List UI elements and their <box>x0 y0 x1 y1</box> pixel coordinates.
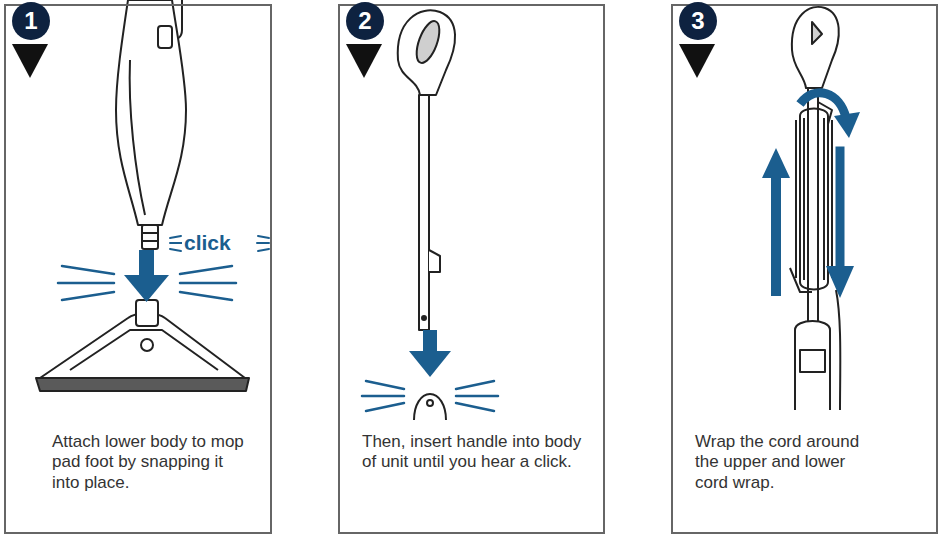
lower-cord-wrap <box>790 268 812 292</box>
drawing-line <box>180 282 236 285</box>
drawing-polygon <box>409 351 451 377</box>
drawing-line <box>180 292 232 300</box>
down-triangle <box>12 44 48 78</box>
cord-strands <box>796 118 832 280</box>
curved-arrow <box>800 93 846 118</box>
down-arrow-head <box>826 266 854 298</box>
cord-wrap-illustration <box>790 7 840 410</box>
handle-grip <box>398 10 455 95</box>
drawing-line <box>58 282 114 285</box>
arrow-shaft <box>139 250 154 276</box>
drawing-line <box>456 403 494 411</box>
down-arrow-shaft <box>835 146 845 268</box>
impact-lines <box>58 266 236 300</box>
down-triangle <box>679 44 715 78</box>
curved-arrow-head <box>834 112 860 138</box>
body-detail <box>800 350 825 372</box>
up-arrow-head <box>762 148 790 178</box>
thread <box>142 240 158 242</box>
body-top <box>414 394 446 420</box>
foot-pivot <box>141 339 153 351</box>
drawing-line <box>258 249 269 251</box>
drawing-line <box>456 395 498 398</box>
hanging-cord <box>836 290 840 410</box>
drawing-line <box>170 242 182 244</box>
drawing-line <box>62 266 114 274</box>
wrap-arrows <box>762 93 860 298</box>
step-number-circle: 3 <box>679 2 717 40</box>
mop-body-illustration <box>116 0 186 249</box>
handle-illustration <box>398 10 455 420</box>
drawing-rect <box>423 330 437 352</box>
drawing-line <box>257 242 269 244</box>
step-number: 3 <box>691 9 704 33</box>
grip-hole <box>412 18 444 66</box>
drawing-line <box>456 381 494 389</box>
handle-shaft <box>419 95 429 330</box>
drawing-line <box>170 249 181 251</box>
foot-socket <box>136 300 158 326</box>
drawing-line <box>366 403 404 411</box>
insert-arrow <box>409 330 451 377</box>
grip-detail <box>812 22 822 44</box>
sound-label: click <box>182 232 233 253</box>
thread <box>142 232 158 234</box>
mop-pad <box>36 378 249 391</box>
drawing-line <box>170 236 181 238</box>
body-connector <box>142 225 158 249</box>
body-socket <box>427 400 433 406</box>
foot-detail <box>70 330 218 370</box>
down-triangle <box>346 44 382 78</box>
step-number-circle: 1 <box>12 2 50 40</box>
step-panel: Then, insert handle into body of unit un… <box>338 4 605 534</box>
drawing-line <box>362 395 404 398</box>
drawing-line <box>180 266 232 274</box>
step-number-circle: 2 <box>346 2 384 40</box>
snap-arrow <box>124 250 169 302</box>
step-number: 1 <box>24 9 37 33</box>
drawing-line <box>366 381 404 389</box>
body-clip <box>158 26 172 48</box>
mop-foot-illustration <box>36 300 249 391</box>
drawing-line <box>62 292 114 300</box>
release-dot <box>422 316 426 320</box>
body-detail <box>130 60 145 215</box>
impact-lines <box>362 381 498 411</box>
step-panel: Wrap the cord around the upper and lower… <box>671 4 938 534</box>
step-caption: Attach lower body to mop pad foot by sna… <box>52 432 244 493</box>
up-arrow-shaft <box>771 174 781 296</box>
drawing-line <box>258 236 269 238</box>
step-caption: Wrap the cord around the upper and lower… <box>695 432 883 493</box>
unit-body <box>795 321 830 410</box>
arrow-head <box>124 275 169 302</box>
step-number: 2 <box>358 9 371 33</box>
step-panel: Attach lower body to mop pad foot by sna… <box>4 4 272 534</box>
lower-body <box>116 0 186 225</box>
handle-shaft <box>808 88 818 338</box>
handle-grip <box>792 7 839 88</box>
step-caption: Then, insert handle into body of unit un… <box>362 432 584 473</box>
cord-hook <box>429 250 440 272</box>
